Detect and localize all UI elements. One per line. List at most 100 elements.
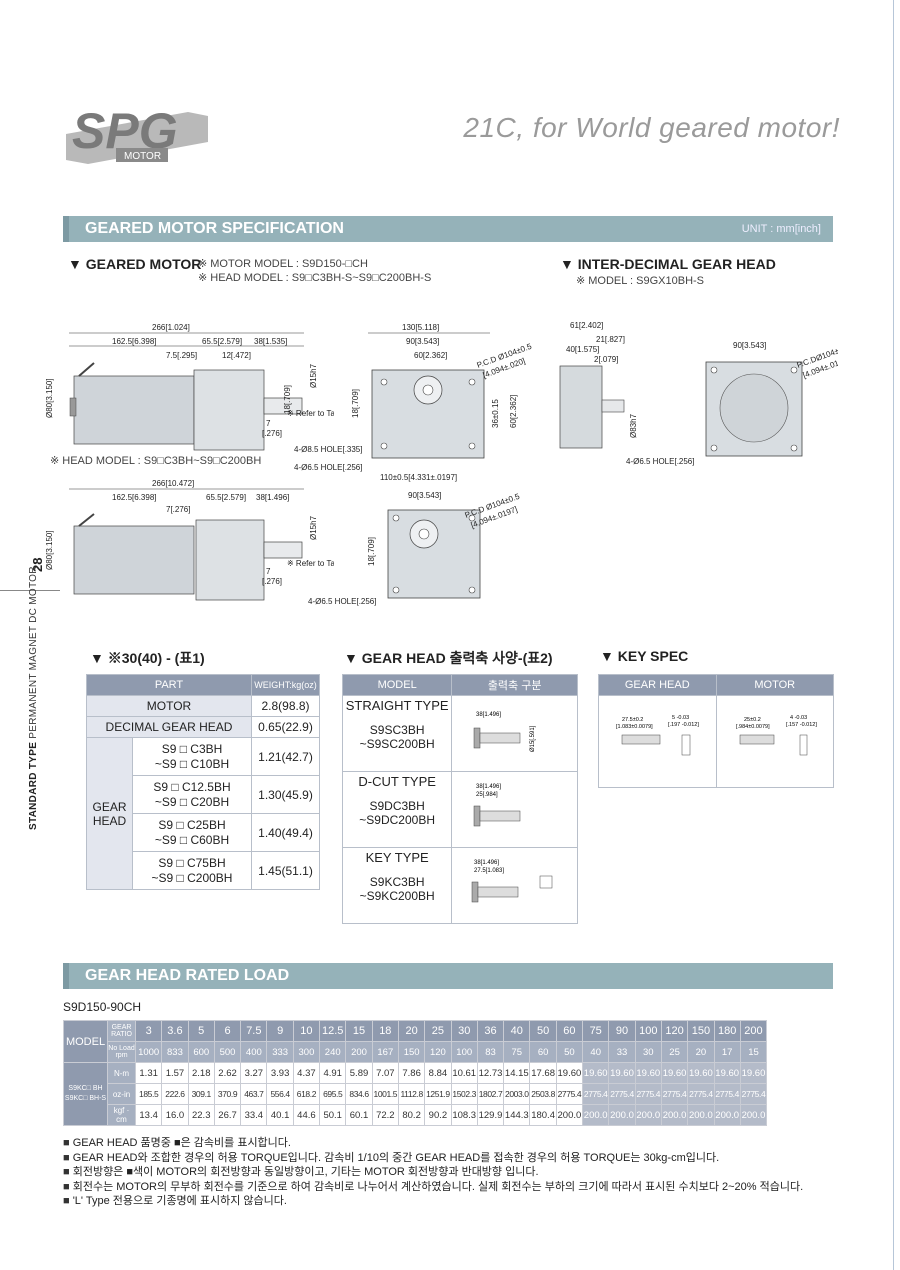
t2-dcut-model: S9DC3BH ~S9DC200BH (359, 799, 435, 827)
nm-cell: 19.60 (634, 1062, 662, 1084)
motor-model-note: ※ MOTOR MODEL : S9D150-□CH ※ HEAD MODEL … (198, 257, 431, 285)
nm-cell: 19.60 (555, 1062, 584, 1084)
t2-header-model: MODEL (341, 674, 453, 696)
t2-key-d2: 27.5[1.083] (474, 868, 504, 874)
page-edge-rule (893, 0, 894, 1270)
rpm-cell: 240 (319, 1041, 347, 1063)
nm-cell: 4.37 (292, 1062, 321, 1084)
ozin-cell: 1802.7 (476, 1083, 505, 1105)
t2-straight-model: S9SC3BH ~S9SC200BH (359, 723, 435, 751)
motor-side-drawing-s: 266[10.472] 162.5[6.398] 65.5[2.579] 38[… (45, 479, 334, 601)
nm-cell: 1.31 (134, 1062, 163, 1084)
ratio-cell: 10 (292, 1020, 321, 1042)
t2-straight-d1: 38[1.496] (476, 712, 501, 718)
geared-motor-title: ▼ GEARED MOTOR (68, 256, 202, 272)
ozin-cell: 2775.4 (634, 1083, 662, 1105)
rpm-cell: 40 (582, 1041, 610, 1063)
t2-dcut-d2: 25[.984] (476, 792, 498, 798)
unit-kgf: kgf · cm (107, 1104, 136, 1126)
ratio-cell: 25 (424, 1020, 452, 1042)
dim-90b: 90[3.543] (733, 341, 766, 350)
kgf-cell: 200.0 (739, 1104, 768, 1126)
kgf-cell: 144.3 (503, 1104, 531, 1126)
dim-83: Ø83h7 (629, 413, 638, 438)
t3-motor-c: 4 -0.03 (790, 715, 807, 721)
ozin-cell: 2503.8 (529, 1083, 557, 1105)
motor-side-drawing: 266[1.024] 162.5[6.398] 65.5[2.579] 38[1… (45, 323, 334, 451)
ozin-cell: 309.1 (187, 1083, 215, 1105)
t1-group-label: GEAR HEAD (86, 737, 133, 890)
shaft-a: Ø15h7 (309, 363, 318, 388)
t3-motor-d: [.157 -0.012] (786, 722, 817, 728)
t1-header-part: PART (86, 674, 252, 696)
rpm-cell: 333 (266, 1041, 294, 1063)
ratio-cell: 3 (134, 1020, 163, 1042)
t3-gear-cell: 27.5±0.2 [1.083±0.0079] 5 -0.03 [.197 -0… (598, 695, 717, 788)
kgf-cell: 180.4 (529, 1104, 557, 1126)
note-2: GEAR HEAD와 조합한 경우의 허용 TORQUE입니다. 감속비 1/1… (63, 1151, 803, 1166)
kgf-cell: 33.4 (240, 1104, 268, 1126)
table3-title: ▼ KEY SPEC (600, 648, 689, 664)
side-label-light: PERMANENT MAGNET DC MOTOR (28, 566, 39, 739)
spg-logo: SPG MOTOR (66, 103, 208, 164)
dim-75: 7.5[.295] (166, 351, 197, 360)
ozin-cell: 2775.4 (555, 1083, 584, 1105)
kgf-cell: 200.0 (660, 1104, 689, 1126)
rpm-cell: 15 (739, 1041, 768, 1063)
tagline: 21C, for World geared motor! (463, 112, 840, 143)
t1-part-decimal: DECIMAL GEAR HEAD (86, 716, 252, 738)
rpm-cell: 17 (713, 1041, 741, 1063)
t2-key-drawing-cell: 38[1.496] 27.5[1.083] (451, 847, 578, 924)
kgf-cell: 72.2 (371, 1104, 399, 1126)
rpm-cell: 50 (555, 1041, 584, 1063)
t1-group-weight-3: 1.40(49.4) (251, 813, 320, 852)
ozin-cell: 834.6 (345, 1083, 373, 1105)
t3-gear-b: [1.083±0.0079] (616, 724, 653, 730)
dim-65a: 65.5[2.579] (202, 337, 242, 346)
note-4: 회전수는 MOTOR의 무부하 회전수를 기준으로 하여 감속비로 나누어서 계… (63, 1180, 803, 1195)
ozin-cell: 618.2 (292, 1083, 321, 1105)
key-shaft-drawing: 38[1.496] 27.5[1.083] (471, 860, 552, 903)
t2-dcut-d1: 38[1.496] (476, 784, 501, 790)
ratio-cell: 7.5 (240, 1020, 268, 1042)
ozin-cell: 463.7 (240, 1083, 268, 1105)
rpm-cell: 500 (213, 1041, 242, 1063)
t1-group-weight-1: 1.21(42.7) (251, 737, 320, 776)
logo-sub: MOTOR (124, 151, 161, 162)
ozin-cell: 2775.4 (660, 1083, 689, 1105)
ozin-cell: 1112.8 (397, 1083, 426, 1105)
ratio-cell: 6 (213, 1020, 242, 1042)
kgf-cell: 26.7 (213, 1104, 242, 1126)
kgf-cell: 200.0 (713, 1104, 741, 1126)
nm-cell: 4.91 (319, 1062, 347, 1084)
dim-18a: 18[.709] (283, 385, 292, 414)
ratio-cell: 180 (713, 1020, 741, 1042)
ozin-cell: 2775.4 (582, 1083, 610, 1105)
ratio-cell: 50 (529, 1020, 557, 1042)
kgf-cell: 13.4 (134, 1104, 163, 1126)
ozin-cell: 2775.4 (713, 1083, 741, 1105)
kgf-cell: 108.3 (450, 1104, 478, 1126)
ratio-cell: 20 (397, 1020, 426, 1042)
ozin-cell: 222.6 (161, 1083, 189, 1105)
ozin-cell: 370.9 (213, 1083, 242, 1105)
side-rule (0, 590, 60, 591)
hole85: 4-Ø8.5 HOLE[.335] (294, 445, 362, 454)
nm-cell: 7.86 (397, 1062, 426, 1084)
unit-nm: N-m (107, 1062, 136, 1084)
kgf-cell: 40.1 (266, 1104, 294, 1126)
rpm-cell: 167 (371, 1041, 399, 1063)
t3-motor-a: 25±0.2 (744, 717, 761, 723)
rpm-cell: 120 (424, 1041, 452, 1063)
ratio-cell: 30 (450, 1020, 478, 1042)
refer-note-b: ※ Refer to Table2 (287, 559, 334, 568)
straight-shaft-drawing: 38[1.496] Ø15[.591] (473, 712, 536, 752)
shaft-b: Ø15h7 (309, 515, 318, 540)
kgf-cell: 60.1 (345, 1104, 373, 1126)
rpm-cell: 20 (687, 1041, 715, 1063)
refer-note-a: ※ Refer to Table2 (287, 409, 334, 418)
ratio-cell: 9 (266, 1020, 294, 1042)
ratio-cell: 100 (634, 1020, 662, 1042)
t2-dcut-type: D-CUT TYPE (358, 774, 436, 789)
t2-dcut-cell: D-CUT TYPE S9DC3BH ~S9DC200BH (341, 771, 453, 848)
